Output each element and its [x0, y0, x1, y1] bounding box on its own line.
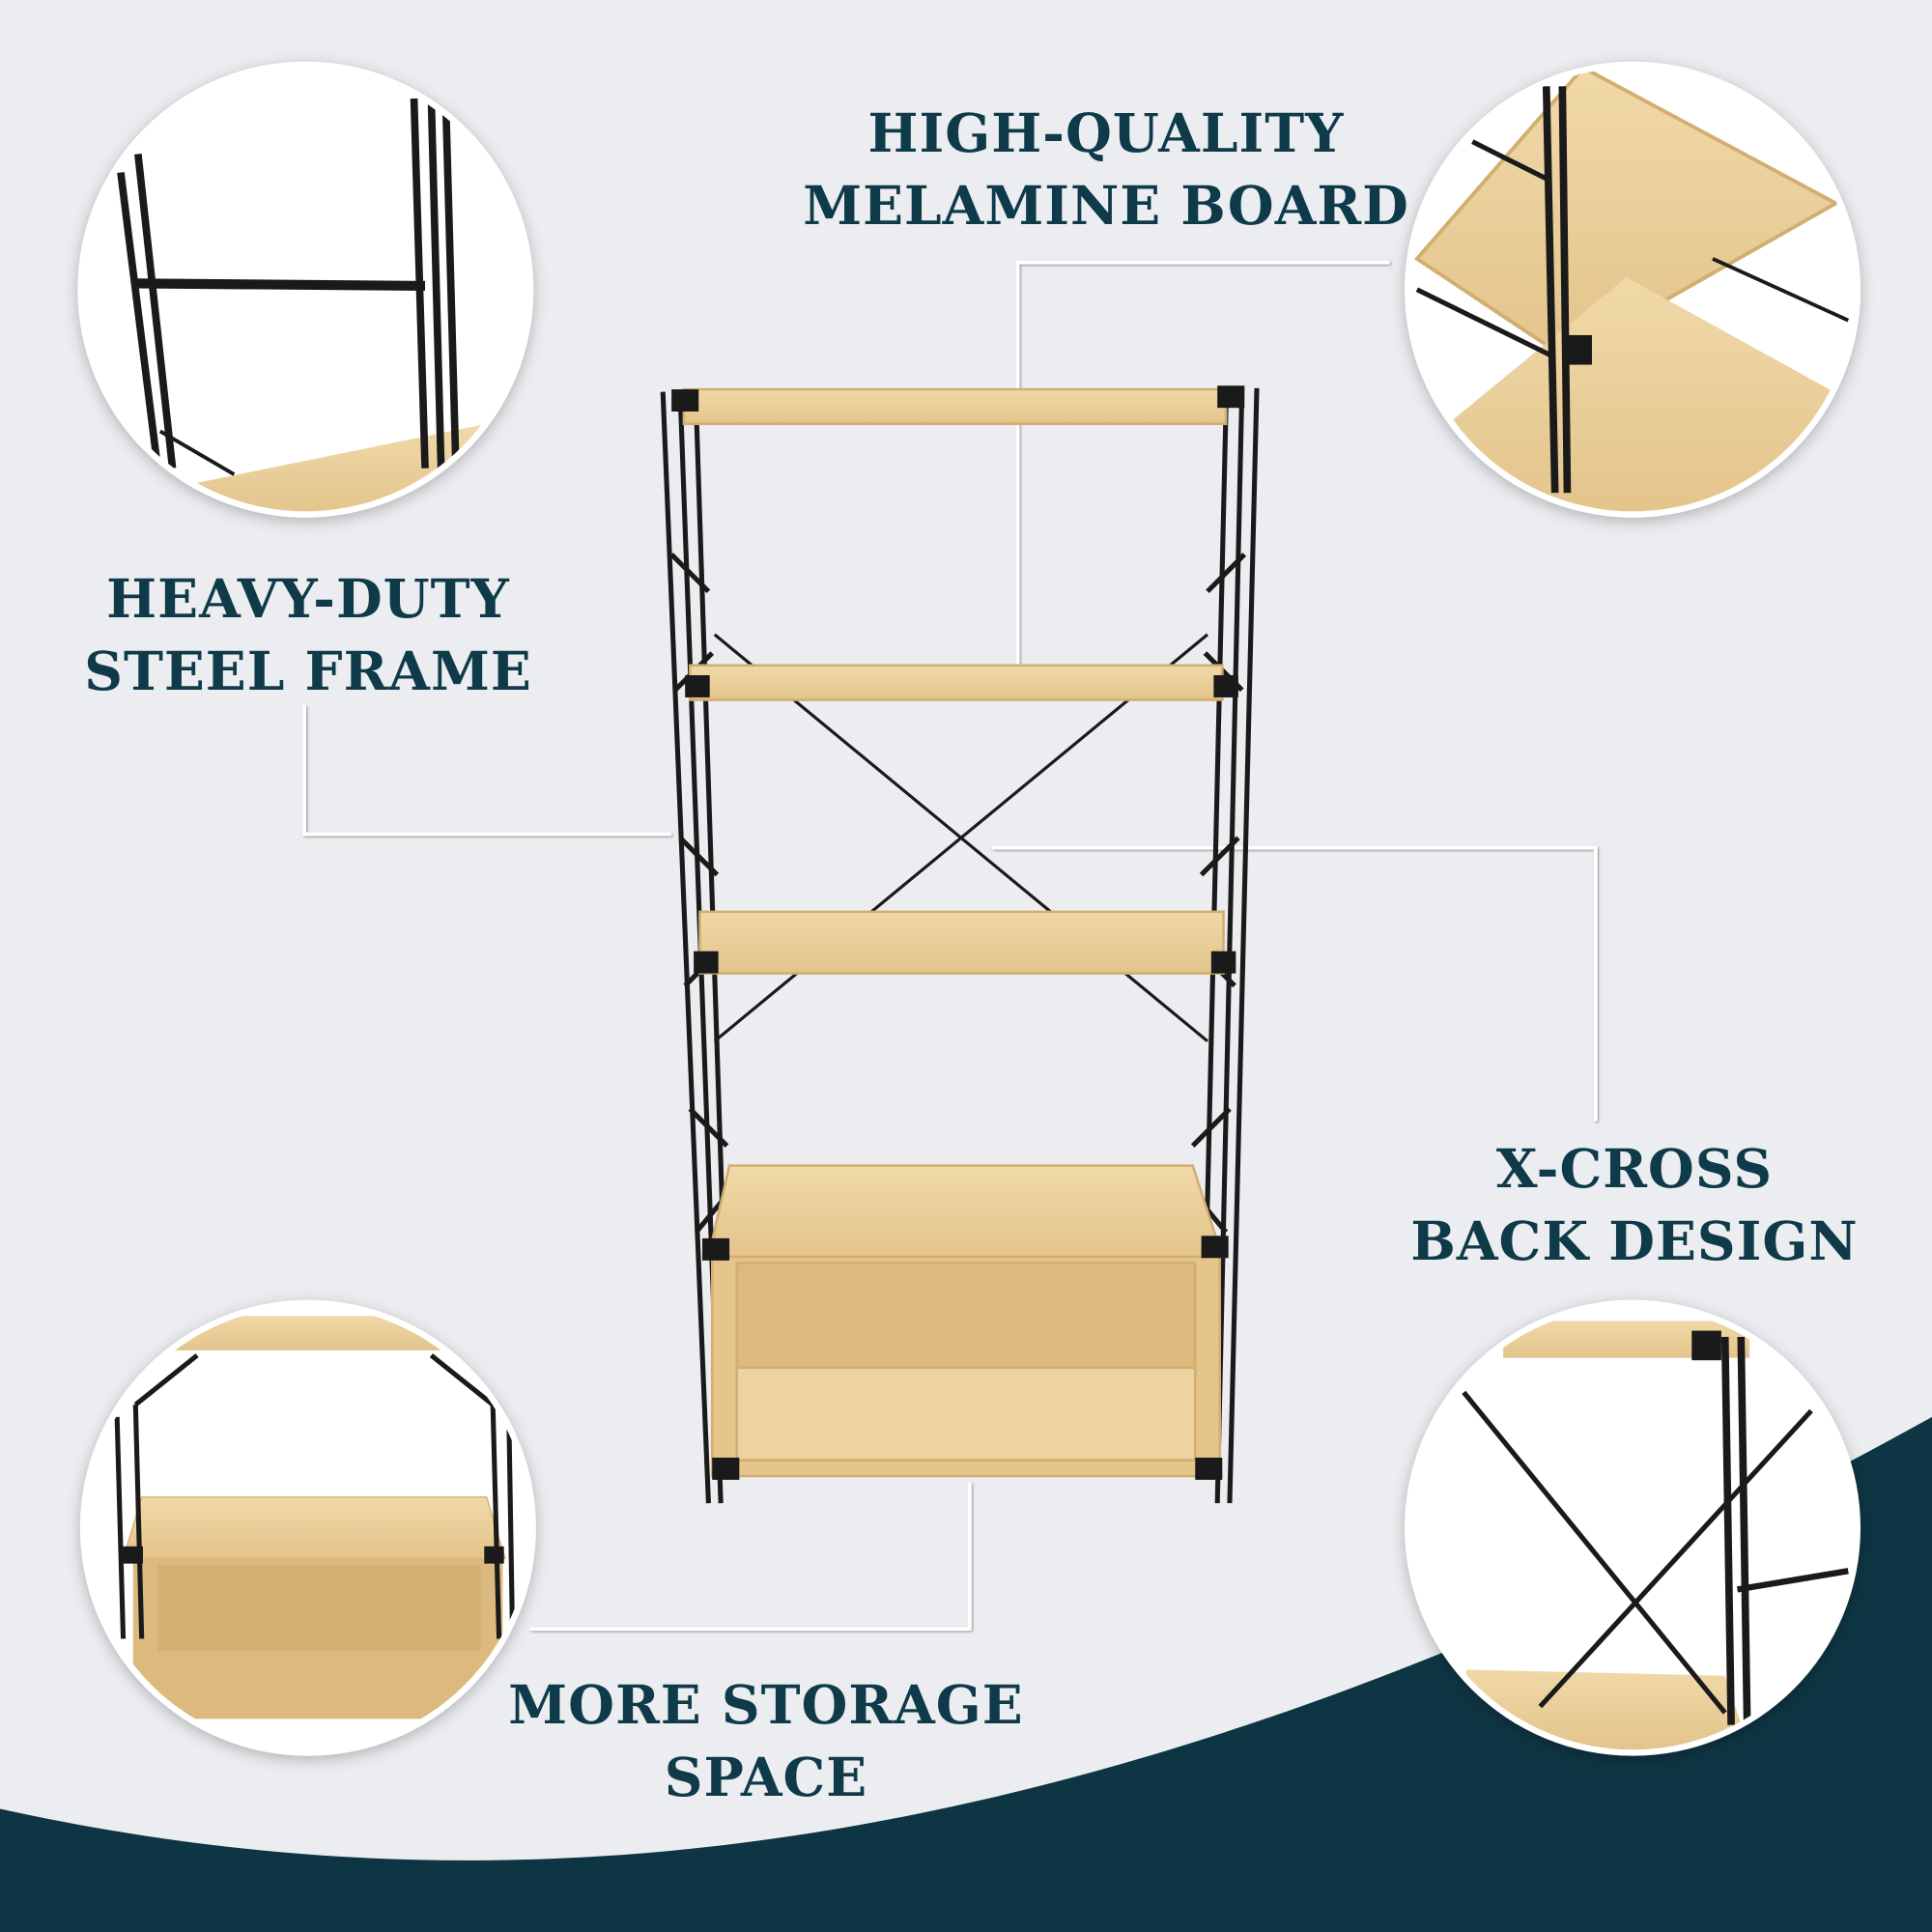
detail-board-image: [1413, 68, 1855, 512]
feature-title-line1: X-CROSS: [1495, 1137, 1774, 1200]
feature-storage-space: MORE STORAGE SPACE: [508, 1668, 1023, 1813]
bookshelf-image: [660, 385, 1260, 1504]
detail-storage-image: [114, 1316, 516, 1719]
leader-lines: [302, 260, 1598, 1632]
feature-melamine-board: HIGH-QUALITY MELAMINE BOARD: [803, 97, 1409, 242]
feature-title-line1: HIGH-QUALITY: [867, 101, 1345, 164]
leader-xcross: [991, 845, 1598, 1122]
feature-title-line2: STEEL FRAME: [84, 639, 532, 702]
bottom-wave: [0, 1416, 1932, 1932]
shelf-boards: [682, 387, 1228, 1478]
feature-title-line2: BACK DESIGN: [1410, 1209, 1859, 1272]
leader-steel: [302, 704, 672, 837]
feature-xcross-back: X-CROSS BACK DESIGN: [1410, 1132, 1858, 1277]
leader-melamine: [1015, 260, 1390, 666]
feature-title-line1: MORE STORAGE: [508, 1673, 1024, 1736]
feature-title-line2: MELAMINE BOARD: [803, 174, 1409, 237]
feature-steel-frame: HEAVY-DUTY STEEL FRAME: [84, 562, 532, 707]
feature-title-line1: HEAVY-DUTY: [106, 567, 510, 630]
leader-storage: [529, 1482, 972, 1632]
feature-title-line2: SPACE: [664, 1746, 868, 1808]
